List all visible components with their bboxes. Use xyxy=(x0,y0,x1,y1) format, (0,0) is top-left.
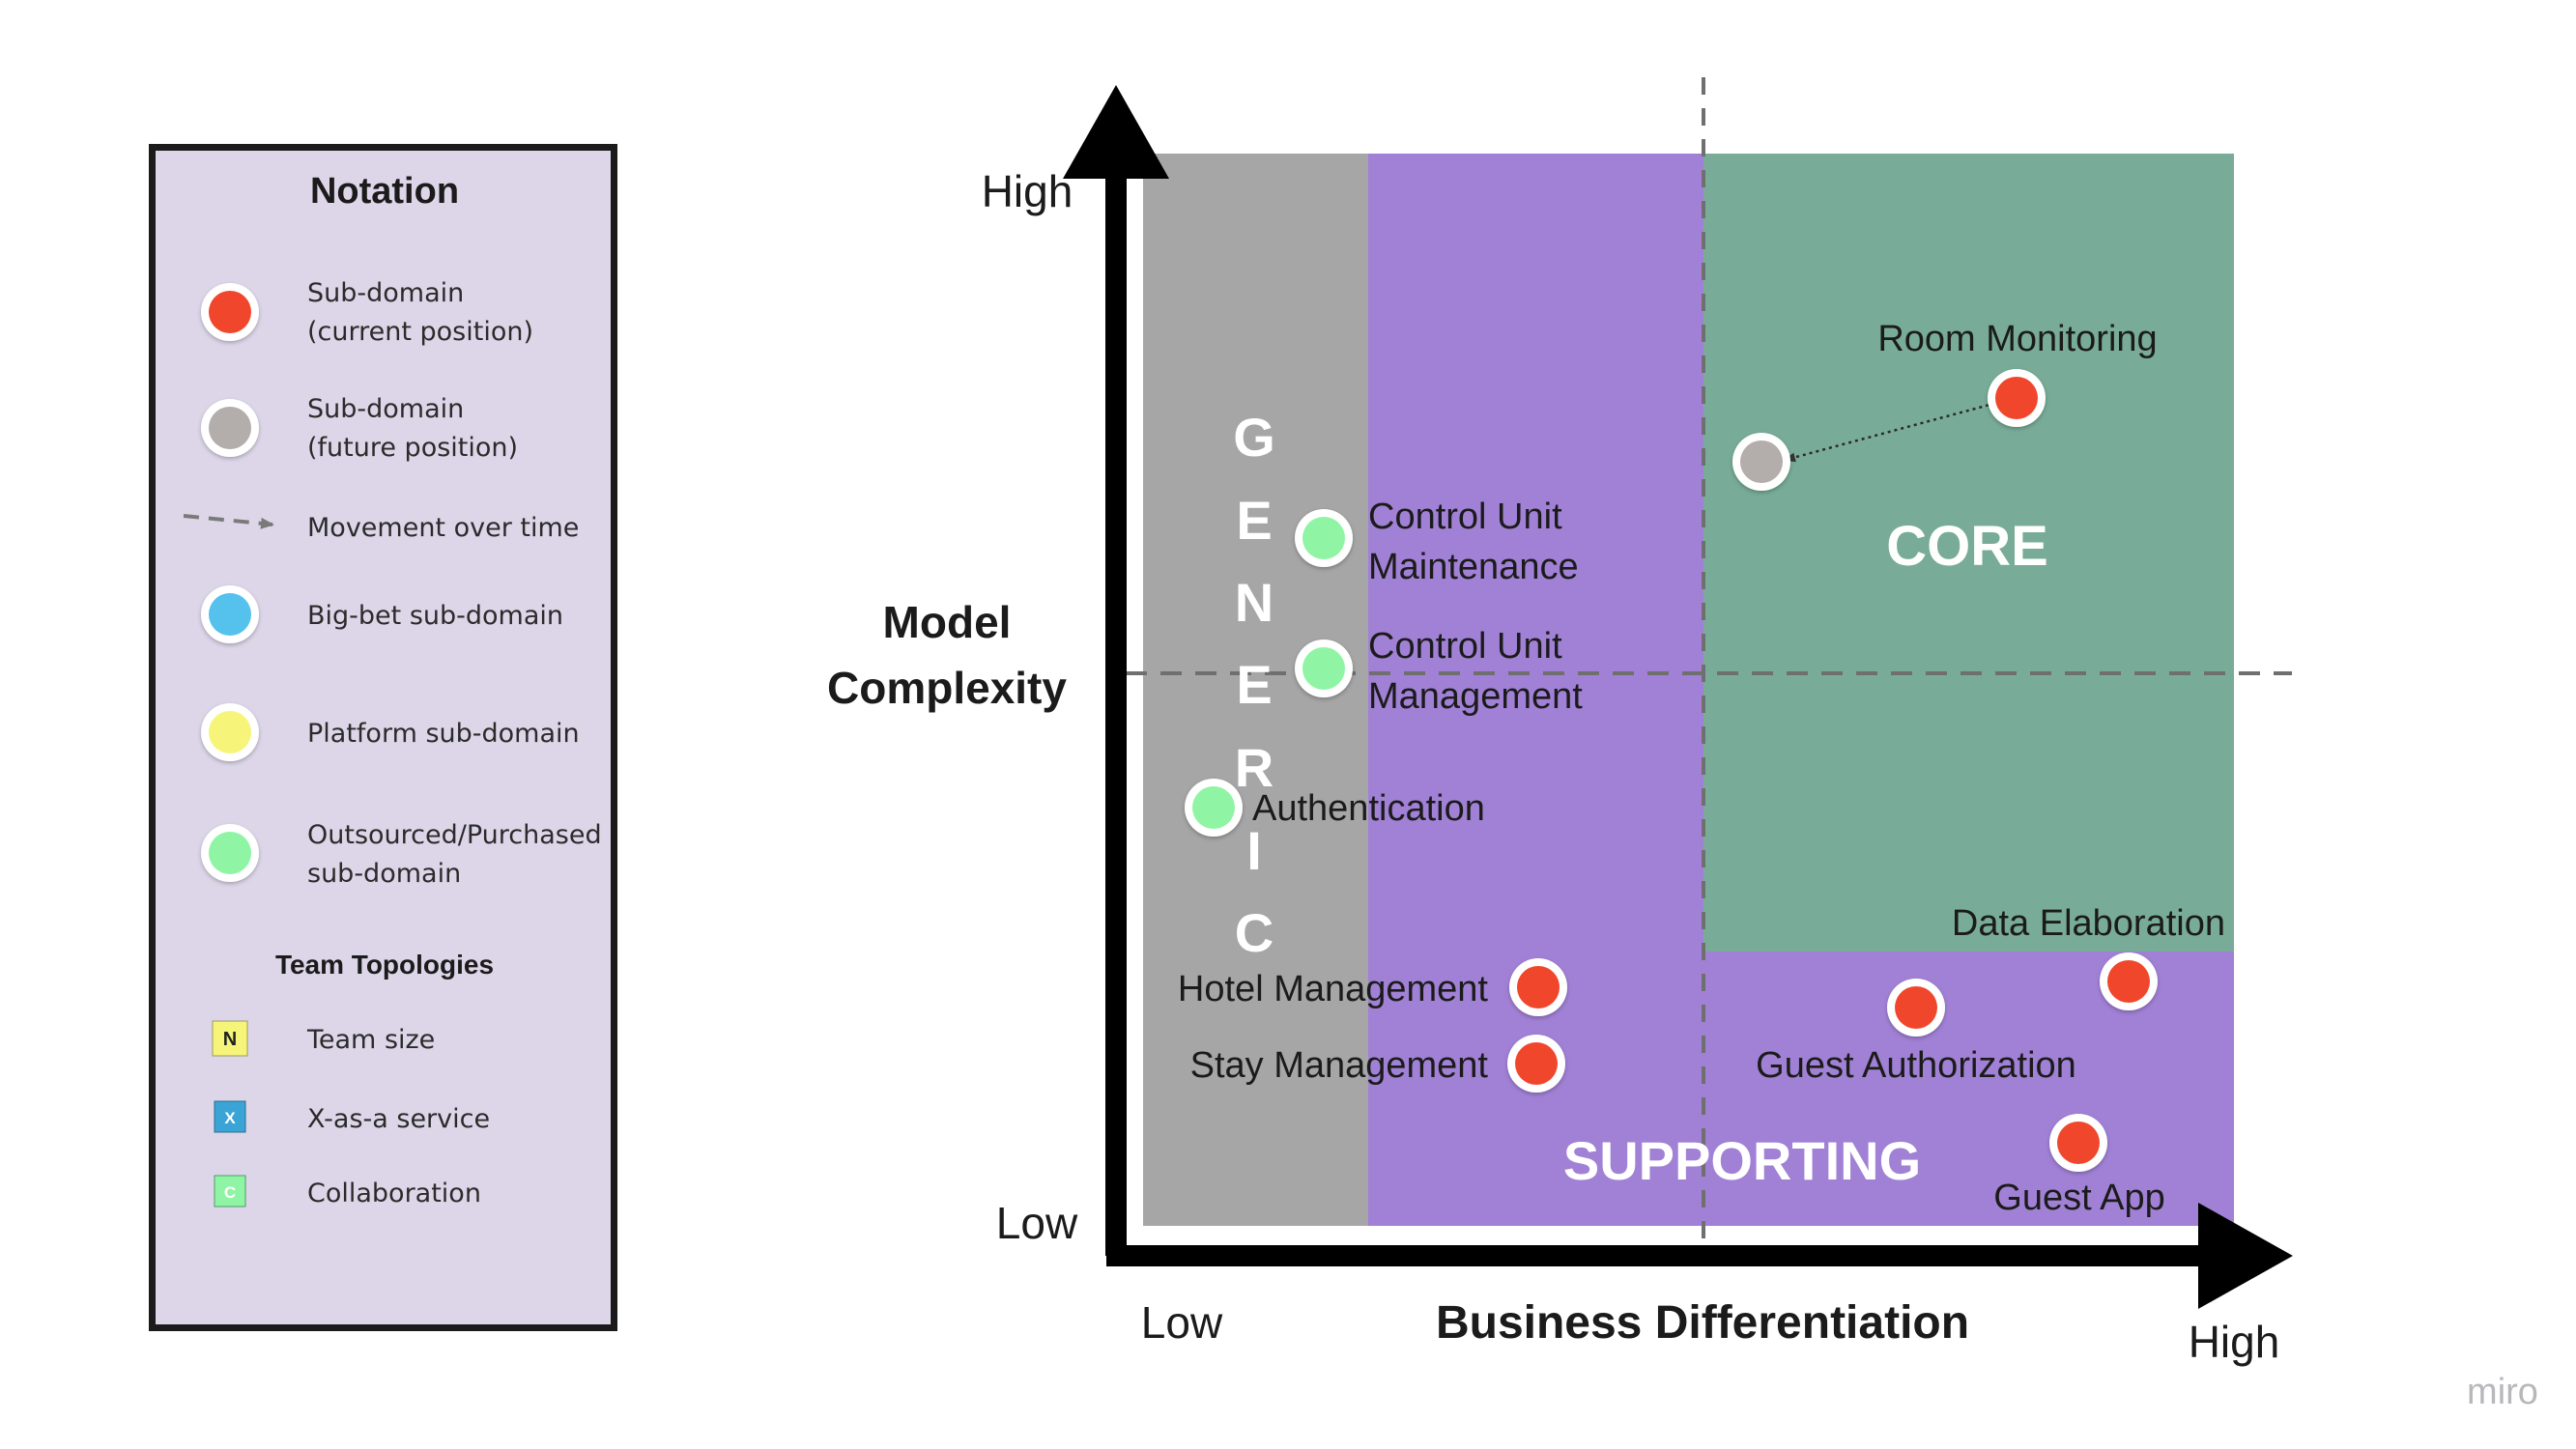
generic-letter: N xyxy=(1235,572,1274,633)
authentication-node xyxy=(1185,779,1243,837)
guest-app-node xyxy=(2049,1114,2107,1172)
legend-current-fill xyxy=(209,291,251,333)
legend-platform-fill xyxy=(209,711,251,753)
x-axis-high: High xyxy=(2189,1317,2280,1367)
x-axis-low: Low xyxy=(1141,1297,1223,1348)
generic-letter: C xyxy=(1235,902,1274,963)
team-size-symbol: N xyxy=(223,1029,237,1050)
team-topologies-title: Team Topologies xyxy=(275,950,494,980)
hotel-management-label: Hotel Management xyxy=(1178,969,1489,1009)
legend-outsourced-line2: sub-domain xyxy=(307,859,461,889)
team-size-icon xyxy=(212,1020,248,1057)
x-as-a-service-label: X-as-a service xyxy=(307,1104,490,1134)
core-region xyxy=(1703,154,2234,952)
collaboration-symbol: C xyxy=(224,1183,236,1202)
guest-authorization-label: Guest Authorization xyxy=(1756,1045,2076,1086)
y-axis-title-line1: Model xyxy=(883,597,1012,647)
legend-title: Notation xyxy=(310,171,459,212)
generic-letter: R xyxy=(1235,737,1274,798)
collaboration-label: Collaboration xyxy=(307,1179,481,1208)
legend-movement-label: Movement over time xyxy=(307,513,579,543)
y-axis-arrowhead xyxy=(1063,85,1169,179)
y-axis-high: High xyxy=(982,166,1073,216)
y-axis-low: Low xyxy=(996,1198,1078,1248)
room-monitoring-current-node xyxy=(1988,369,2046,427)
generic-letter: G xyxy=(1233,407,1275,468)
legend-future-fill xyxy=(209,407,251,449)
x-axis-title: Business Differentiation xyxy=(1436,1297,1969,1349)
y-axis-title-line2: Complexity xyxy=(827,663,1067,713)
x-as-a-service-icon xyxy=(214,1100,246,1133)
generic-letter: E xyxy=(1236,654,1272,715)
legend-bigbet-label: Big-bet sub-domain xyxy=(307,601,563,631)
control-unit-maintenance-label-2: Maintenance xyxy=(1368,547,1579,587)
generic-letter: I xyxy=(1246,820,1262,881)
legend-future-line2: (future position) xyxy=(307,433,518,463)
room-monitoring-label: Room Monitoring xyxy=(1877,319,2157,359)
miro-watermark: miro xyxy=(2467,1372,2538,1412)
guest-app-label: Guest App xyxy=(1993,1178,2164,1218)
legend-current-line1: Sub-domain xyxy=(307,278,464,308)
collaboration-icon xyxy=(214,1175,246,1208)
team-size-label: Team size xyxy=(306,1025,435,1055)
hotel-management-node xyxy=(1509,958,1567,1016)
legend-outsourced-fill xyxy=(209,832,251,874)
control-unit-management-label-1: Control Unit xyxy=(1368,626,1562,667)
generic-letter: E xyxy=(1236,490,1272,551)
legend-current-line2: (current position) xyxy=(307,317,533,347)
core-label: CORE xyxy=(1886,515,2048,578)
stay-management-label: Stay Management xyxy=(1190,1045,1489,1086)
data-elaboration-label: Data Elaboration xyxy=(1952,903,2225,944)
stay-management-node xyxy=(1507,1035,1565,1093)
legend-future-line1: Sub-domain xyxy=(307,394,464,424)
authentication-label: Authentication xyxy=(1252,788,1485,829)
legend-platform-label: Platform sub-domain xyxy=(307,719,580,749)
control-unit-maintenance-node xyxy=(1295,509,1353,567)
generic-label: G E N E R I C xyxy=(1233,407,1275,963)
x-axis-arrowhead xyxy=(2198,1203,2293,1309)
room-monitoring-movement-arrow xyxy=(1784,396,2016,463)
data-elaboration-node xyxy=(2100,952,2158,1010)
room-monitoring-future-node xyxy=(1732,433,1790,491)
control-unit-management-node xyxy=(1295,639,1353,697)
legend-movement-arrow xyxy=(183,514,274,529)
legend-outsourced-line1: Outsourced/Purchased xyxy=(307,820,602,850)
control-unit-maintenance-label-1: Control Unit xyxy=(1368,497,1562,537)
control-unit-management-label-2: Management xyxy=(1368,676,1583,717)
guest-authorization-node xyxy=(1887,979,1945,1037)
legend-bigbet-fill xyxy=(209,593,251,636)
supporting-label: SUPPORTING xyxy=(1563,1130,1921,1191)
x-as-a-service-symbol: X xyxy=(224,1109,236,1127)
